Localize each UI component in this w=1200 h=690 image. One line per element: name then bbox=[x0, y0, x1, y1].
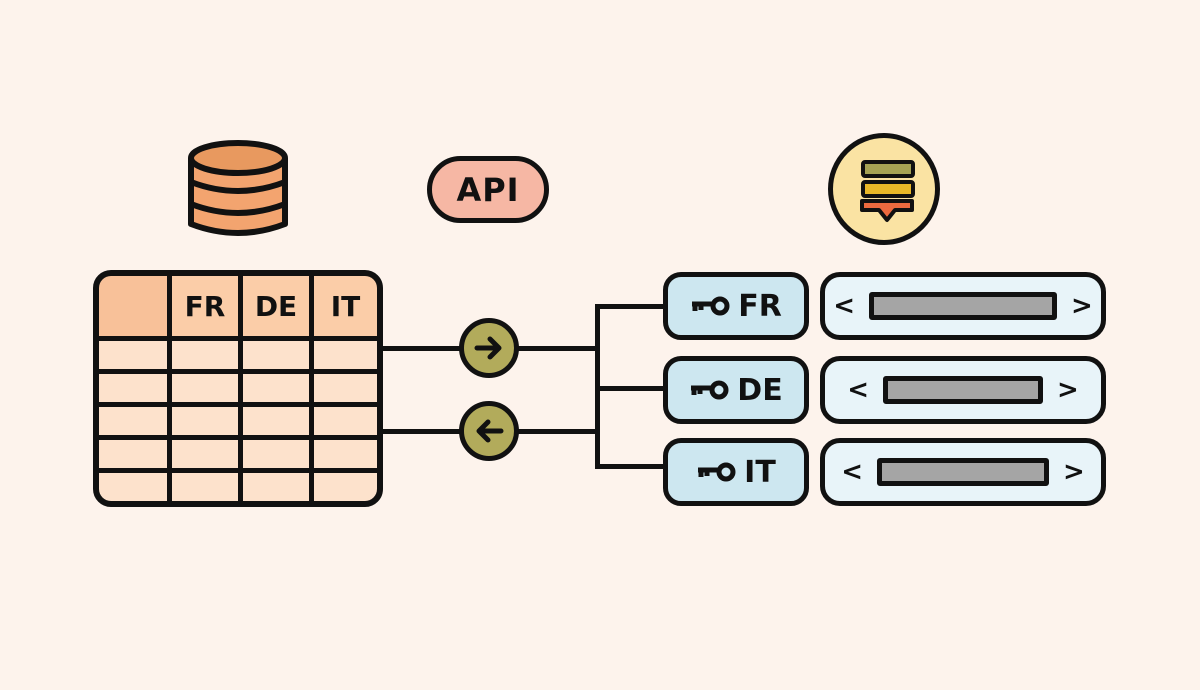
value-placeholder-bar bbox=[877, 458, 1049, 486]
table-cell bbox=[99, 473, 167, 501]
value-slider-de[interactable]: < > bbox=[820, 356, 1106, 424]
chevron-left-icon[interactable]: < bbox=[847, 375, 869, 405]
table-cell bbox=[314, 374, 377, 402]
arrow-right-icon bbox=[459, 318, 519, 378]
chevron-left-icon[interactable]: < bbox=[833, 291, 855, 321]
table-cell bbox=[99, 341, 167, 369]
table-cell bbox=[172, 440, 238, 468]
chevron-right-icon[interactable]: > bbox=[1063, 457, 1085, 487]
table-cell bbox=[243, 407, 309, 435]
table-cell bbox=[99, 374, 167, 402]
table-cell bbox=[243, 374, 309, 402]
table-cell bbox=[314, 407, 377, 435]
key-icon bbox=[698, 462, 736, 482]
table-cell bbox=[243, 341, 309, 369]
list-badge-icon bbox=[828, 133, 940, 245]
chevron-right-icon[interactable]: > bbox=[1057, 375, 1079, 405]
badge-bar-1 bbox=[861, 160, 915, 178]
table-header-it: IT bbox=[314, 276, 377, 336]
arrow-left-icon bbox=[459, 401, 519, 461]
translation-table: FR DE IT bbox=[93, 270, 383, 507]
value-placeholder-bar bbox=[869, 292, 1057, 320]
locale-key-de: DE bbox=[663, 356, 809, 424]
branch-line-it bbox=[595, 464, 665, 469]
badge-bar-2 bbox=[861, 180, 915, 198]
api-badge: API bbox=[427, 156, 549, 223]
locale-key-it: IT bbox=[663, 438, 809, 506]
table-cell bbox=[99, 440, 167, 468]
locale-label: FR bbox=[738, 288, 782, 324]
table-cell bbox=[172, 374, 238, 402]
table-header-de: DE bbox=[243, 276, 309, 336]
table-cell bbox=[172, 407, 238, 435]
key-icon bbox=[691, 380, 729, 400]
table-header-corner bbox=[99, 276, 167, 336]
table-cell bbox=[172, 473, 238, 501]
badge-chevron-bar bbox=[860, 199, 914, 222]
locale-key-fr: FR bbox=[663, 272, 809, 340]
locale-label: DE bbox=[737, 372, 783, 408]
branch-line-fr bbox=[595, 304, 665, 309]
api-label: API bbox=[456, 170, 520, 209]
database-icon bbox=[188, 140, 288, 236]
table-cell bbox=[99, 407, 167, 435]
table-cell bbox=[243, 473, 309, 501]
key-icon bbox=[692, 296, 730, 316]
branch-line-de bbox=[595, 386, 665, 391]
value-slider-fr[interactable]: < > bbox=[820, 272, 1106, 340]
chevron-right-icon[interactable]: > bbox=[1071, 291, 1093, 321]
value-placeholder-bar bbox=[883, 376, 1043, 404]
table-cell bbox=[314, 341, 377, 369]
chevron-left-icon[interactable]: < bbox=[841, 457, 863, 487]
table-cell bbox=[314, 473, 377, 501]
table-header-fr: FR bbox=[172, 276, 238, 336]
table-cell bbox=[172, 341, 238, 369]
table-cell bbox=[243, 440, 309, 468]
locale-label: IT bbox=[744, 454, 776, 490]
table-cell bbox=[314, 440, 377, 468]
value-slider-it[interactable]: < > bbox=[820, 438, 1106, 506]
